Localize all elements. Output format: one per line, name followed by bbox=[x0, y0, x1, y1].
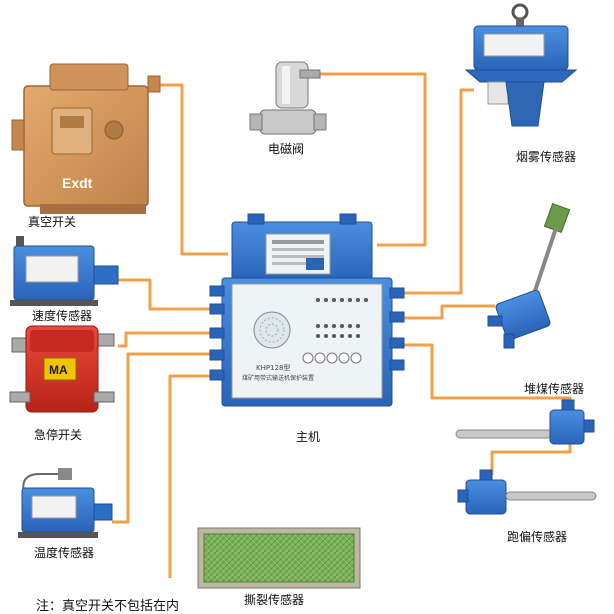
wire-smoke-sensor bbox=[393, 88, 474, 295]
temperature-sensor-icon bbox=[18, 468, 113, 538]
wire-deviation-sensor bbox=[393, 343, 572, 407]
coal-pile-sensor-icon bbox=[487, 203, 571, 349]
label-speed-sensor: 速度传感器 bbox=[32, 309, 93, 323]
host-name-text: 煤矿用带式输送机保护装置 bbox=[242, 374, 314, 382]
wire-coal-pile-sensor bbox=[393, 304, 495, 320]
smoke-detector-icon bbox=[464, 3, 578, 127]
wire-speed-sensor bbox=[118, 278, 222, 311]
label-solenoid-valve: 电磁阀 bbox=[268, 142, 305, 156]
vacuum-switch-mark: Exdt bbox=[62, 175, 93, 191]
label-vacuum-switch: 真空开关 bbox=[28, 215, 77, 229]
footnote: 注：真空开关不包括在内 bbox=[36, 599, 180, 614]
solenoid-valve-icon bbox=[249, 61, 327, 135]
emergency-stop-badge: MA bbox=[49, 363, 68, 377]
controller-box-icon bbox=[209, 213, 405, 407]
label-smoke-sensor: 烟雾传感器 bbox=[516, 150, 577, 164]
wire-temperature-sensor bbox=[112, 352, 222, 524]
label-host: 主机 bbox=[296, 430, 321, 444]
label-deviation-sensor: 跑偏传感器 bbox=[507, 530, 568, 544]
emergency-stop-switch-icon bbox=[9, 325, 115, 413]
speed-sensor-icon bbox=[10, 236, 119, 306]
label-tear-sensor: 撕裂传感器 bbox=[244, 593, 305, 607]
wire-emergency-stop bbox=[118, 331, 222, 348]
tear-sensor-icon bbox=[197, 527, 361, 589]
deviation-sensor-icon bbox=[455, 399, 597, 515]
wire-solenoid-valve bbox=[318, 72, 427, 247]
label-coal-pile-sensor: 堆煤传感器 bbox=[524, 382, 585, 396]
label-emergency-stop: 急停开关 bbox=[34, 428, 83, 442]
wire-vacuum-switch bbox=[148, 83, 228, 256]
wire-tear-sensor bbox=[168, 374, 222, 578]
host-model-text: KHP128型 bbox=[256, 363, 290, 372]
label-temperature-sensor: 温度传感器 bbox=[34, 546, 95, 560]
explosion-proof-box-icon bbox=[11, 63, 161, 214]
